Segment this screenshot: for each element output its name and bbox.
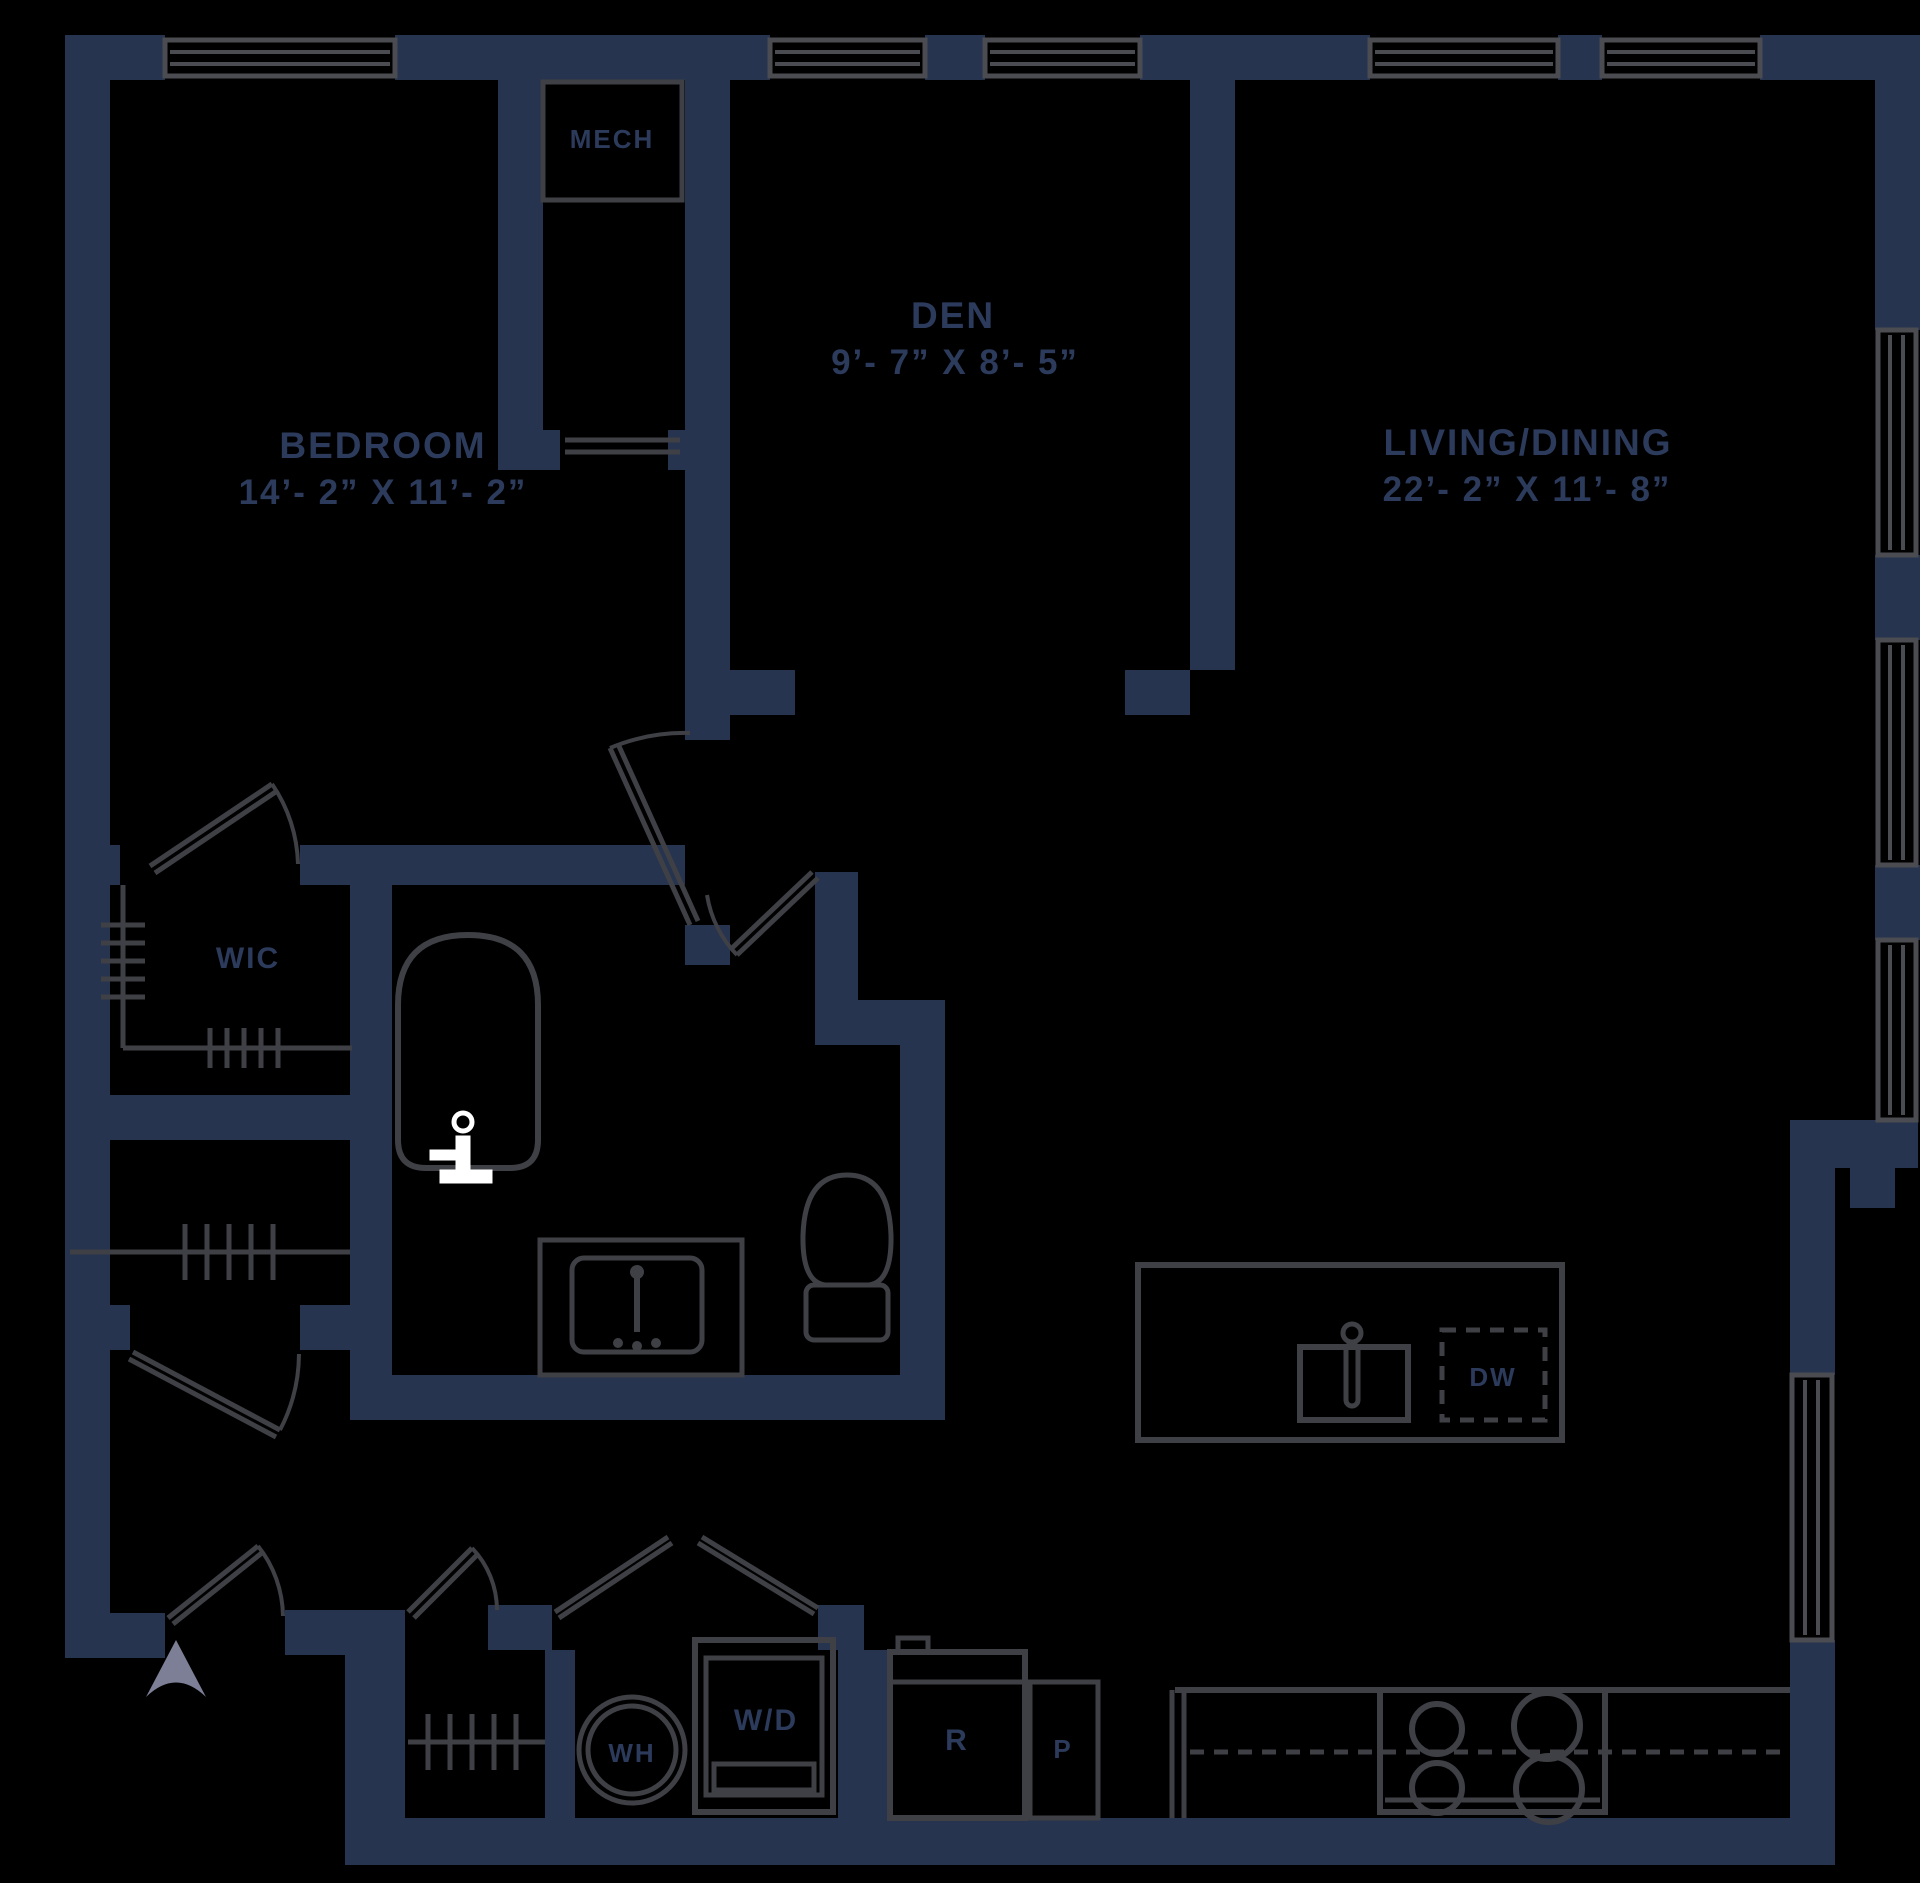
interior-walls: [65, 80, 1235, 1420]
window-right-2: [1875, 637, 1919, 868]
tub-faucet: [455, 1135, 471, 1171]
tub-drain: [451, 1110, 475, 1134]
burner: [1513, 1753, 1585, 1825]
bathroom-door: [705, 870, 820, 957]
window-top-3: [982, 37, 1143, 79]
pantry: [1027, 1679, 1101, 1821]
burner: [1409, 1701, 1465, 1757]
dishwasher: [1439, 1327, 1548, 1423]
living-dining-dims: 22’- 2” X 11’- 8”: [1383, 470, 1672, 509]
coat-closet-rod: [408, 1714, 545, 1770]
burner: [1409, 1760, 1465, 1816]
kitchen-island: [1135, 1262, 1565, 1443]
wic-label: WIC: [216, 942, 280, 975]
washer-dryer-label: W/D: [734, 1704, 798, 1737]
island-faucet: [1340, 1321, 1364, 1345]
north-arrow-icon: [146, 1640, 206, 1697]
den-label: DEN: [911, 295, 995, 336]
window-top-5: [1599, 37, 1763, 79]
cooktop: [1377, 1687, 1608, 1825]
window-right-1: [1875, 327, 1919, 558]
coat-closet-door: [406, 1546, 499, 1620]
dishwasher-label: DW: [1469, 1362, 1516, 1392]
living-dining-label: LIVING/DINING: [1383, 422, 1672, 463]
bedroom-door: [607, 730, 701, 927]
entry-door: [166, 1544, 285, 1626]
washer-dryer: [692, 1637, 836, 1815]
wic-closet-rod: [101, 885, 352, 1068]
linen-closet-rod: [70, 1224, 350, 1280]
toilet: [800, 1172, 894, 1343]
window-top-2: [767, 37, 928, 79]
refrigerator: [887, 1635, 1028, 1821]
island-sink: [1297, 1344, 1411, 1423]
window-right-lower: [1789, 1372, 1835, 1643]
linen-closet-door: [127, 1349, 301, 1440]
mech-door: [565, 437, 680, 455]
wic-door: [148, 781, 300, 876]
mech-label: MECH: [570, 124, 655, 154]
burner: [1511, 1690, 1583, 1762]
refrigerator-label: R: [945, 1724, 969, 1757]
window-right-3: [1875, 937, 1919, 1123]
water-heater-label: WH: [608, 1738, 655, 1768]
den-dims: 9’- 7” X 8’- 5”: [831, 343, 1079, 382]
window-top-1: [162, 37, 398, 79]
window-top-4: [1367, 37, 1561, 79]
mech-closet-box: [540, 79, 685, 203]
exterior-walls: [65, 35, 1920, 1865]
toilet-tank: [803, 1282, 891, 1343]
water-heater: [576, 1694, 688, 1806]
laundry-bifold-doors: [553, 1534, 820, 1621]
vanity-sink: [537, 1237, 745, 1378]
bathtub: [395, 931, 541, 1184]
bedroom-label: BEDROOM: [279, 425, 486, 466]
bedroom-dims: 14’- 2” X 11’- 2”: [239, 473, 528, 512]
pantry-label: P: [1053, 1734, 1072, 1764]
